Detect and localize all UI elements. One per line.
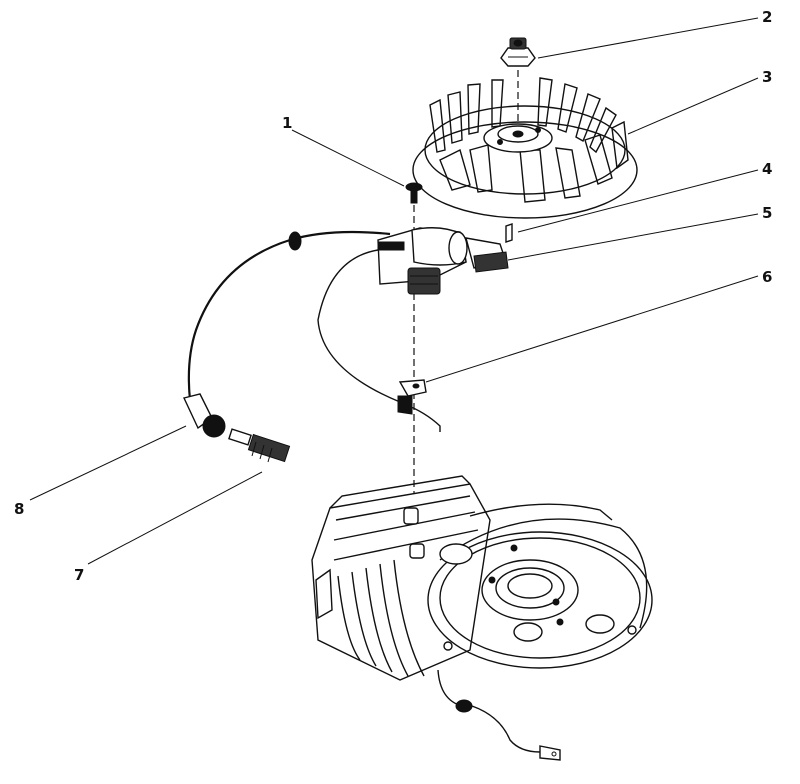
callout-8: 8 [14,500,24,518]
callout-5: 5 [762,204,772,222]
callout-7: 7 [74,566,84,584]
leader-lines [29,17,759,565]
callout-2: 2 [762,8,772,26]
callout-labels: 1 2 3 4 5 6 7 8 [14,8,772,584]
wire-clip [397,379,427,415]
spark-plug-boot [183,393,226,438]
armature-shoe [465,237,509,273]
flywheel-key [505,223,513,243]
engine-block [311,475,653,681]
callout-3: 3 [762,68,772,86]
flywheel [412,77,638,219]
callout-1: 1 [282,114,292,132]
ignition-module [377,227,468,295]
mounting-screw [405,182,423,204]
flywheel-nut [500,37,536,67]
callout-6: 6 [762,268,772,286]
spark-plug [228,428,291,463]
spark-plug-lead [187,230,391,401]
stop-switch-wire [437,669,561,761]
callout-4: 4 [762,160,772,178]
